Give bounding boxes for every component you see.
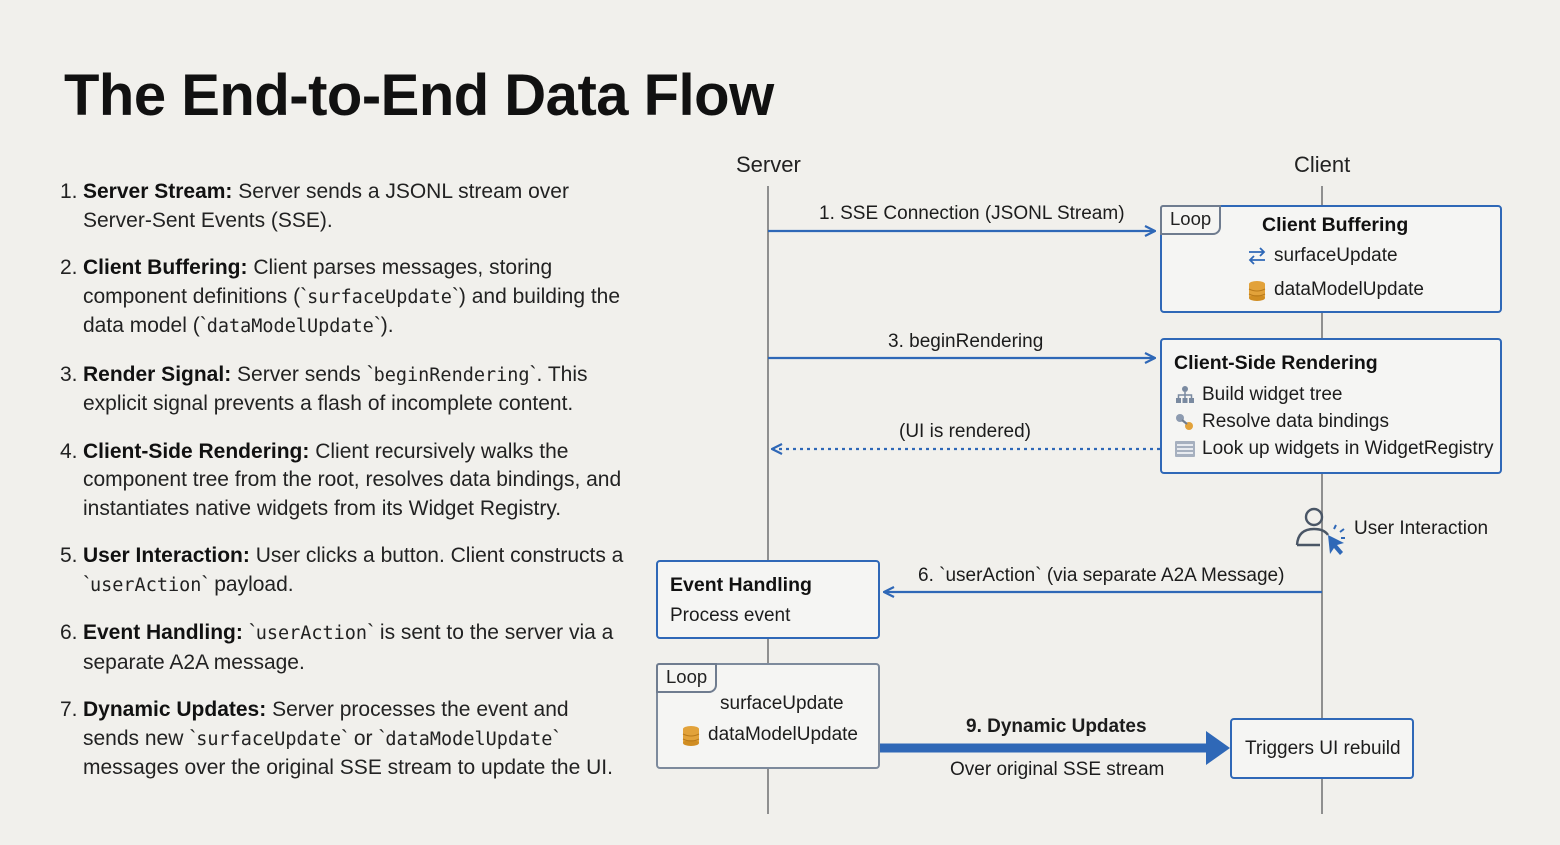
msg6-label: 6. `userAction` (via separate A2A Messag… [918,565,1285,586]
server-loop-right [847,703,868,735]
registry-icon [1174,439,1196,459]
msg3-label: 3. beginRendering [888,331,1044,352]
user-interaction-label: User Interaction [1354,518,1489,539]
swap-arrows-icon [1246,246,1268,266]
step-2: 2. Client Buffering: Client parses messa… [60,256,621,337]
steps-list: 1. Server Stream: Server sends a JSONL s… [60,178,630,783]
user-interaction: User Interaction [1294,505,1488,557]
msg9-sublabel: Over original SSE stream [950,759,1165,780]
buffer-item-surface: surfaceUpdate [1246,245,1398,267]
client-rendering-title: Client-Side Rendering [1174,352,1378,374]
tree-icon [1174,385,1196,405]
page-title: The End-to-End Data Flow [64,63,774,128]
client-loop-right [1426,253,1461,289]
rendered-label: (UI is rendered) [899,421,1031,442]
client-loop-left [1201,255,1238,291]
step-4: 4. Client-Side Rendering: Client recursi… [60,439,622,520]
client-rendering-box: Client-Side Rendering Build widget tree … [1160,338,1502,474]
event-handling-sub: Process event [670,605,791,626]
client-buffering-box: Loop Client Buffering surfaceUpdate data… [1160,205,1502,313]
client-buffering-title: Client Buffering [1262,214,1409,236]
client-label: Client [1294,152,1351,177]
database-icon [680,725,702,746]
step-6: 6. Event Handling: `userAction` is sent … [60,621,614,674]
msg9-arrow-head [1206,731,1230,765]
render-item-bindings: Resolve data bindings [1174,411,1389,433]
step-5: 5. User Interaction: User clicks a butto… [60,544,624,596]
ui-rebuild-label: Triggers UI rebuild [1245,738,1401,759]
database-icon [1246,280,1268,301]
server-loop-datamodel: dataModelUpdate [680,724,858,746]
event-handling-title: Event Handling [670,574,812,596]
server-label: Server [736,152,801,177]
user-click-icon [1294,505,1348,557]
msg9-label: 9. Dynamic Updates [966,716,1147,737]
render-item-tree: Build widget tree [1174,384,1342,406]
event-handling-box: Event Handling Process event [656,560,880,639]
server-loop-box: Loop surfaceUpdate dataModelUpdate [656,663,880,769]
ui-rebuild-box: Triggers UI rebuild [1230,718,1414,779]
step-7: 7. Dynamic Updates: Server processes the… [60,698,613,779]
step-3: 3. Render Signal: Server sends `beginRen… [60,362,588,416]
server-loop-tag: Loop [656,663,718,693]
render-item-registry: Look up widgets in WidgetRegistry [1174,438,1493,460]
server-loop-surface: surfaceUpdate [720,693,844,714]
link-icon [1174,412,1196,432]
step-1: 1. Server Stream: Server sends a JSONL s… [60,180,569,232]
msg1-label: 1. SSE Connection (JSONL Stream) [819,203,1125,224]
server-loop-left [669,704,712,736]
loop-tag: Loop [1160,205,1222,235]
buffer-item-datamodel: dataModelUpdate [1246,279,1424,301]
